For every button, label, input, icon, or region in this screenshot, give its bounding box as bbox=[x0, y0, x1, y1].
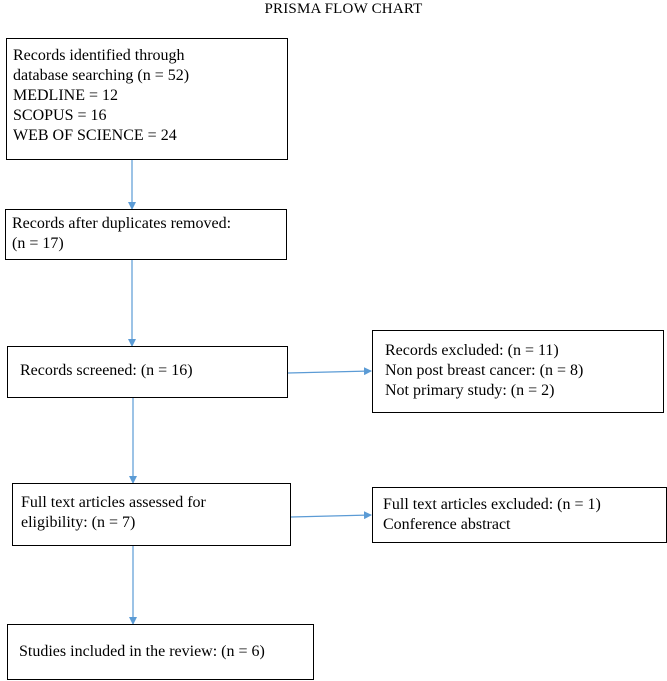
fulltext-excluded-line: Conference abstract bbox=[383, 516, 511, 533]
identification-line: Records identified through bbox=[13, 47, 185, 64]
records-excluded-line: Non post breast cancer: (n = 8) bbox=[385, 362, 584, 379]
eligibility-line: eligibility: (n = 7) bbox=[21, 514, 136, 531]
screened-line: Records screened: (n = 16) bbox=[20, 362, 193, 379]
fulltext-excluded-box: Full text articles excluded: (n = 1) Con… bbox=[372, 487, 667, 543]
fulltext-excluded-line: Full text articles excluded: (n = 1) bbox=[383, 496, 601, 513]
duplicates-removed-line: Records after duplicates removed: bbox=[12, 215, 232, 232]
arrow-screened-to-excluded bbox=[287, 367, 372, 376]
records-excluded-box: Records excluded: (n = 11) Non post brea… bbox=[372, 330, 664, 413]
records-excluded-line: Records excluded: (n = 11) bbox=[385, 342, 559, 359]
identification-line: database searching (n = 52) bbox=[13, 67, 190, 84]
eligibility-line: Full text articles assessed for bbox=[21, 494, 206, 511]
studies-included-box: Studies included in the review: (n = 6) bbox=[7, 624, 314, 680]
identification-line: MEDLINE = 12 bbox=[13, 87, 119, 104]
records-excluded-line: Not primary study: (n = 2) bbox=[385, 382, 555, 399]
duplicates-removed-box: Records after duplicates removed: (n = 1… bbox=[5, 209, 287, 260]
identification-line: SCOPUS = 16 bbox=[13, 107, 107, 124]
arrow-eligibility-to-fulltext-excluded bbox=[290, 511, 372, 520]
identification-box: Records identified through database sear… bbox=[6, 38, 288, 160]
duplicates-removed-line: (n = 17) bbox=[12, 235, 64, 252]
chart-title: PRISMA FLOW CHART bbox=[264, 1, 423, 17]
identification-line: WEB OF SCIENCE = 24 bbox=[13, 127, 177, 144]
eligibility-box: Full text articles assessed for eligibil… bbox=[12, 483, 291, 546]
screened-box: Records screened: (n = 16) bbox=[7, 346, 288, 398]
studies-included-line: Studies included in the review: (n = 6) bbox=[19, 643, 265, 660]
